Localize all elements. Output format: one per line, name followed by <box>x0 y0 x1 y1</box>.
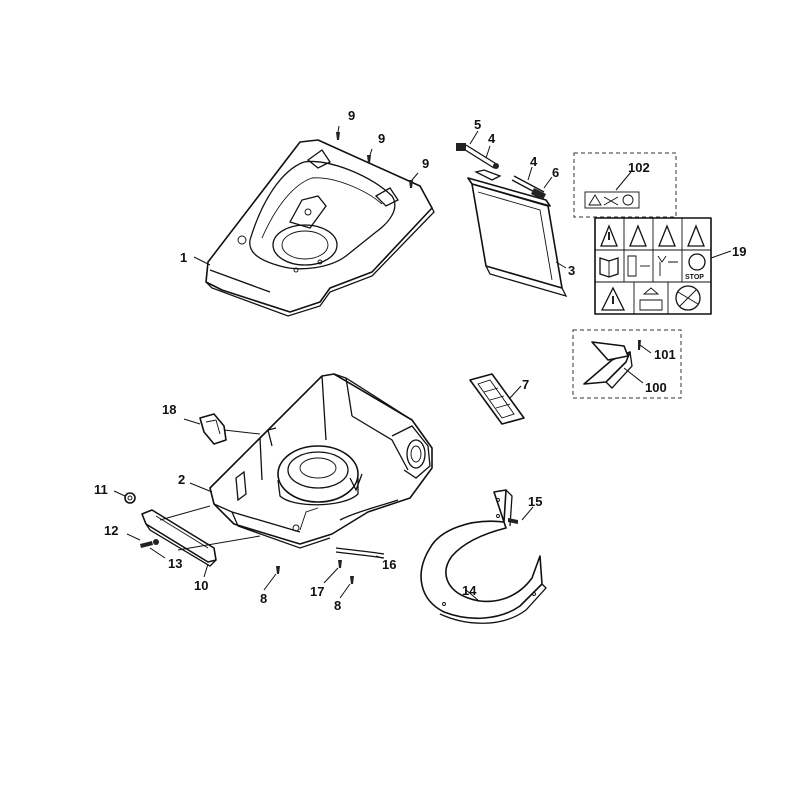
front-trim-part <box>124 492 217 567</box>
callout-102: 102 <box>628 160 650 175</box>
clip-part <box>199 413 261 445</box>
callout-13: 13 <box>168 556 182 571</box>
cover-plate-part <box>469 373 525 425</box>
screw-9-part <box>336 132 413 188</box>
stop-blade-icon: STOP <box>685 253 706 281</box>
callout-2: 2 <box>178 472 185 487</box>
kit-102-box <box>573 152 677 218</box>
callout-19: 19 <box>732 244 746 259</box>
callout-labels: 1 2 3 4 4 5 6 7 8 8 9 9 9 10 11 12 13 14… <box>94 108 746 613</box>
manual-book-icon <box>599 257 619 278</box>
rear-guard-part <box>420 489 547 624</box>
callout-6: 6 <box>552 165 559 180</box>
callout-7: 7 <box>522 377 529 392</box>
callout-100: 100 <box>645 380 667 395</box>
callout-15: 15 <box>528 494 542 509</box>
callout-17: 17 <box>310 584 324 599</box>
callout-101: 101 <box>654 347 676 362</box>
callout-18: 18 <box>162 402 176 417</box>
label-sheet-part: STOP <box>594 217 712 315</box>
screw-17-part <box>338 560 342 568</box>
callout-10: 10 <box>194 578 208 593</box>
callout-9c: 9 <box>422 156 429 171</box>
stop-text: STOP <box>685 274 704 281</box>
warning-triangle-icon <box>600 224 705 311</box>
callout-14: 14 <box>462 583 477 598</box>
deck-housing-part <box>209 373 433 549</box>
hand-blade-icon <box>675 285 701 311</box>
leader-lines <box>113 125 732 601</box>
callout-1: 1 <box>180 250 187 265</box>
callout-11: 11 <box>94 482 108 497</box>
callout-4a: 4 <box>488 131 496 146</box>
rear-flap-part <box>456 143 568 298</box>
callout-9a: 9 <box>348 108 355 123</box>
callout-8b: 8 <box>334 598 341 613</box>
callout-12: 12 <box>104 523 118 538</box>
callout-16: 16 <box>382 557 396 572</box>
callout-5: 5 <box>474 117 481 132</box>
callout-9b: 9 <box>378 131 385 146</box>
top-cover-part <box>205 139 435 317</box>
callout-3: 3 <box>568 263 575 278</box>
callout-4b: 4 <box>530 154 538 169</box>
callout-8a: 8 <box>260 591 267 606</box>
kit-100-box <box>572 329 682 399</box>
screw-8-part <box>276 566 354 584</box>
